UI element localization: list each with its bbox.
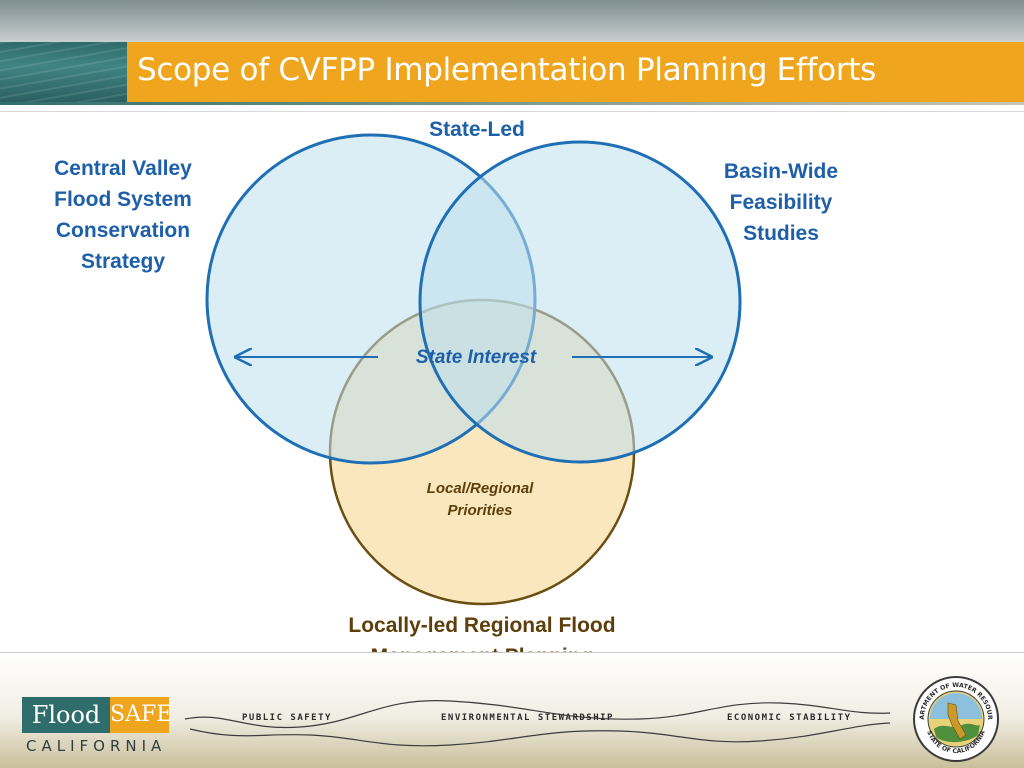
logo-flood-text: Flood <box>22 697 110 733</box>
title-rule <box>0 102 1024 105</box>
floodsafe-logo: Flood SAFE <box>22 697 172 733</box>
local-priorities-label: Local/Regional Priorities <box>426 480 534 519</box>
conservation-strategy-label: Central Valley Flood System Conservation… <box>54 157 192 273</box>
footer-word-public-safety: PUBLIC SAFETY <box>242 713 332 723</box>
dwr-seal: DEPARTMENT OF WATER RESOURCES STATE OF C… <box>912 675 999 762</box>
title-bar: Scope of CVFPP Implementation Planning E… <box>127 42 1024 102</box>
title-rule-thin <box>0 111 1024 112</box>
basin-wide-label: Basin-Wide Feasibility Studies <box>723 160 839 245</box>
slide-title: Scope of CVFPP Implementation Planning E… <box>137 52 876 88</box>
water-image <box>0 42 127 102</box>
top-band <box>0 0 1024 42</box>
logo-safe-text: SAFE <box>110 697 172 733</box>
state-interest-label: State Interest <box>415 347 537 368</box>
footer: Flood SAFE CALIFORNIA PUBLIC SAFETY ENVI… <box>0 653 1024 768</box>
footer-word-economic-stability: ECONOMIC STABILITY <box>727 713 852 723</box>
footer-word-environmental-stewardship: ENVIRONMENTAL STEWARDSHIP <box>441 713 614 723</box>
footer-rule <box>0 652 1024 653</box>
right-circle <box>418 140 742 464</box>
logo-california-text: CALIFORNIA <box>26 737 167 755</box>
footer-swoosh <box>184 699 891 747</box>
state-led-label: State-Led <box>429 118 525 141</box>
